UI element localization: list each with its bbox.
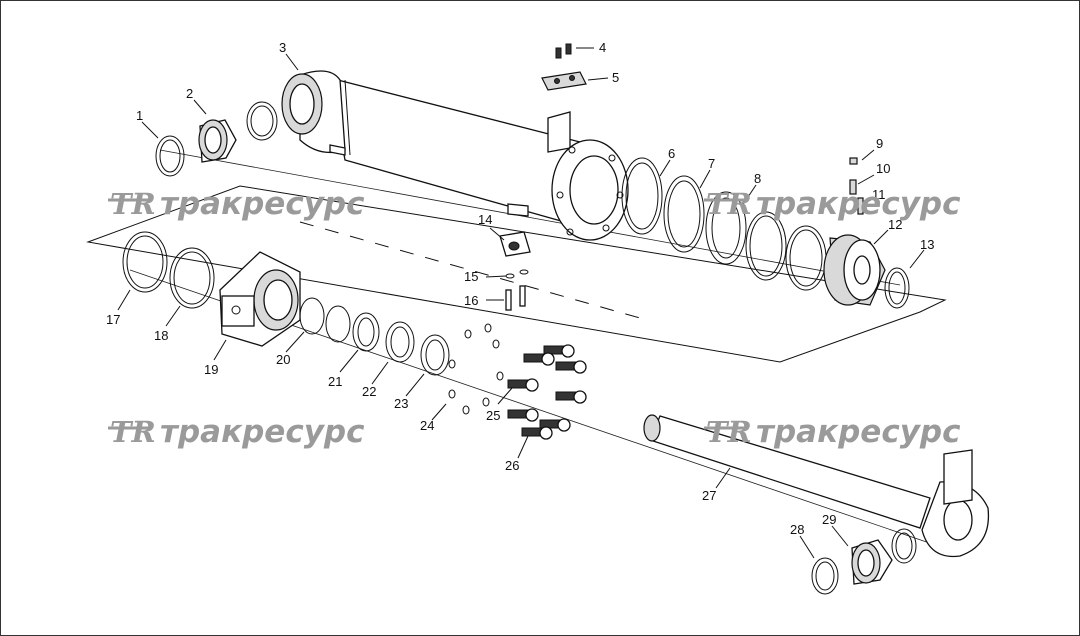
callout-9: 9 <box>876 136 883 151</box>
part-23-wiper <box>420 334 450 376</box>
part-8-seal <box>705 191 747 265</box>
part-12-piston <box>823 234 886 306</box>
watermark-lower-left: TR тракресурс <box>108 414 365 450</box>
part-18-o-ring <box>169 247 215 309</box>
part-21-seal <box>352 312 380 352</box>
watermark-logo: TR <box>110 415 156 449</box>
callout-6: 6 <box>668 146 675 161</box>
part-ring-c <box>325 305 351 343</box>
center-dash-line <box>299 221 641 319</box>
part-16-bolts <box>505 285 526 311</box>
callout-24: 24 <box>420 418 434 433</box>
callout-21: 21 <box>328 374 342 389</box>
watermark-logo: TR <box>706 187 752 221</box>
callout-16: 16 <box>464 293 478 308</box>
part-3-cylinder-barrel <box>281 70 601 233</box>
callout-12: 12 <box>888 217 902 232</box>
part-5-plate <box>541 71 587 91</box>
callout-4: 4 <box>599 40 606 55</box>
part-seal-a <box>745 211 787 281</box>
part-6-seal <box>621 157 663 235</box>
callout-15: 15 <box>464 269 478 284</box>
callout-7: 7 <box>708 156 715 171</box>
callout-27: 27 <box>702 488 716 503</box>
callout-20: 20 <box>276 352 290 367</box>
callout-23: 23 <box>394 396 408 411</box>
callout-1: 1 <box>136 108 143 123</box>
watermark-text: тракресурс <box>756 414 961 450</box>
callout-26: 26 <box>505 458 519 473</box>
part-25-26-bolts <box>507 344 587 440</box>
callout-numbers: 1 2 3 4 5 6 7 8 9 10 11 12 13 14 15 16 1… <box>106 40 934 537</box>
part-3-barrel-flange <box>551 139 629 241</box>
part-14-clamp <box>499 231 531 257</box>
leader-lines <box>117 47 925 559</box>
callout-10: 10 <box>876 161 890 176</box>
part-19-cylinder-head <box>219 251 301 347</box>
watermark-upper-left: TR тракресурс <box>108 186 365 222</box>
part-28-snap-ring <box>811 557 839 595</box>
part-17-o-ring <box>122 231 168 293</box>
barrel-axis-line <box>159 149 901 286</box>
part-2-bushing <box>198 119 237 163</box>
part-ring-rod-eye <box>891 528 917 564</box>
watermark-lower-right: TR тракресурс <box>704 414 961 450</box>
watermark-text: тракресурс <box>160 186 365 222</box>
part-7-seal <box>663 175 705 253</box>
watermark-logo: TR <box>110 187 156 221</box>
callout-8: 8 <box>754 171 761 186</box>
part-20-ring <box>299 297 325 335</box>
callout-19: 19 <box>204 362 218 377</box>
part-11-pin <box>857 197 864 215</box>
callout-11: 11 <box>872 187 886 202</box>
callout-29: 29 <box>822 512 836 527</box>
assembly-plane-outline <box>86 185 947 363</box>
callout-2: 2 <box>186 86 193 101</box>
watermark-text: тракресурс <box>160 414 365 450</box>
part-10-pin <box>849 179 857 195</box>
callout-17: 17 <box>106 312 120 327</box>
callout-5: 5 <box>612 70 619 85</box>
watermark-text: тракресурс <box>756 186 961 222</box>
part-9-nipple <box>849 157 858 165</box>
callout-18: 18 <box>154 328 168 343</box>
callout-3: 3 <box>279 40 286 55</box>
part-27-piston-rod <box>643 414 990 558</box>
callout-14: 14 <box>478 212 492 227</box>
callout-25: 25 <box>486 408 500 423</box>
part-1-snap-ring <box>155 135 185 177</box>
callout-13: 13 <box>920 237 934 252</box>
part-24-washers <box>448 323 504 415</box>
watermark-logo: TR <box>706 415 752 449</box>
callout-22: 22 <box>362 384 376 399</box>
part-29-bushing <box>851 539 893 585</box>
part-4-screws <box>555 43 572 59</box>
watermark-upper-right: TR тракресурс <box>704 186 961 222</box>
callout-28: 28 <box>790 522 804 537</box>
part-22-ring <box>385 321 415 363</box>
part-ring-upper <box>246 101 278 141</box>
part-13-ring <box>884 267 910 309</box>
